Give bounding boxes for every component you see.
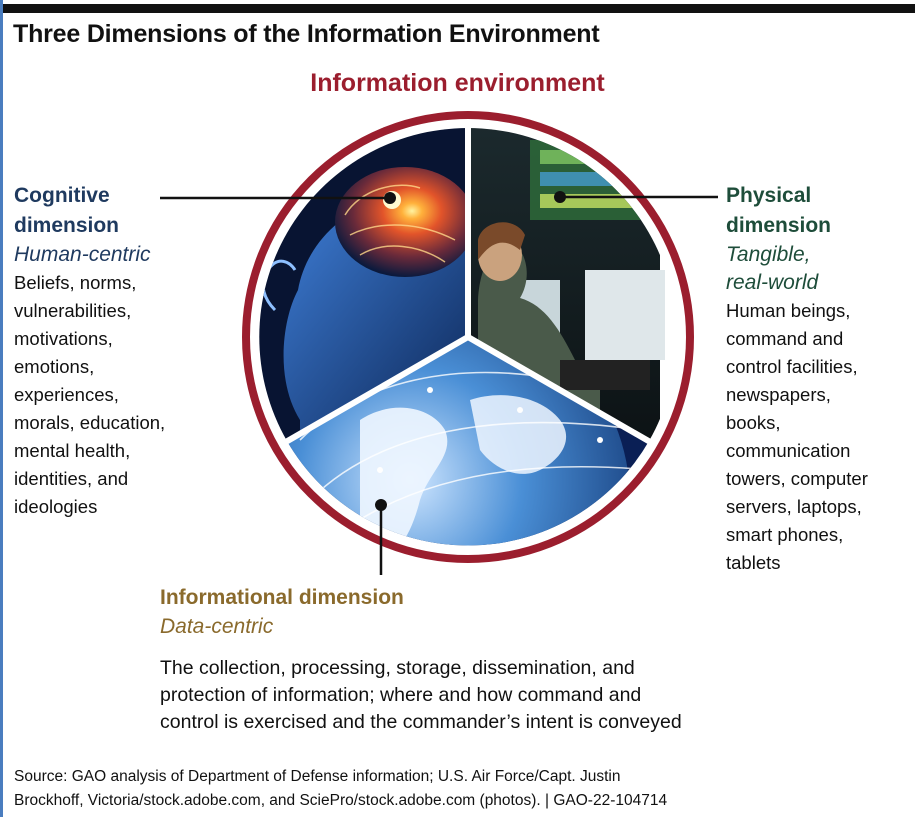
environment-label: Information environment bbox=[310, 69, 605, 97]
physical-dimension-tagline: Tangible, real-world bbox=[726, 243, 819, 294]
informational-dimension-tagline: Data-centric bbox=[160, 615, 274, 638]
physical-dimension-name: Physical dimension bbox=[726, 184, 832, 237]
cognitive-dimension-description: Beliefs, norms, vulnerabilities, motivat… bbox=[14, 272, 166, 517]
source-note: Source: GAO analysis of Department of De… bbox=[14, 768, 668, 809]
informational-leader-dot bbox=[375, 499, 387, 511]
physical-dimension-block: Physical dimension Tangible, real-world … bbox=[726, 181, 915, 577]
informational-dimension-description: The collection, processing, storage, dis… bbox=[160, 657, 682, 733]
cognitive-dimension-tagline: Human-centric bbox=[14, 243, 151, 266]
cognitive-dimension-name: Cognitive dimension bbox=[14, 184, 120, 237]
informational-dimension-block: Informational dimension Data-centric The… bbox=[160, 583, 880, 736]
cognitive-dimension-block: Cognitive dimension Human-centric Belief… bbox=[14, 181, 244, 521]
informational-dimension-name: Informational dimension bbox=[160, 586, 404, 609]
divider-right bbox=[466, 334, 654, 446]
divider-left bbox=[282, 334, 470, 446]
cognitive-leader-dot bbox=[384, 192, 396, 204]
frame-border bbox=[0, 0, 3, 817]
figure-title: Three Dimensions of the Information Envi… bbox=[13, 20, 600, 48]
environment-ring bbox=[242, 111, 694, 563]
physical-dimension-description: Human beings, command and control facili… bbox=[726, 300, 868, 573]
top-rule bbox=[3, 4, 915, 13]
physical-leader-dot bbox=[554, 191, 566, 203]
